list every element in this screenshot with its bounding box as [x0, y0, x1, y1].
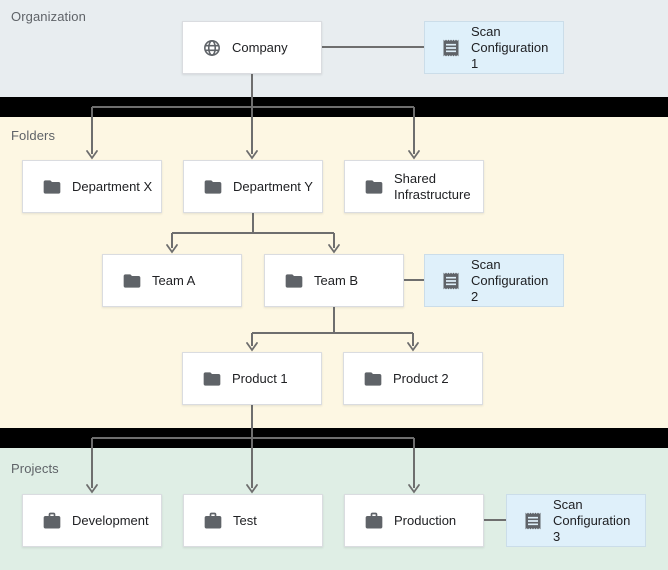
section-divider — [0, 97, 668, 117]
node-label: Product 1 — [232, 370, 288, 386]
node-label: Team B — [314, 272, 359, 288]
receipt-icon — [441, 38, 461, 58]
folder-icon — [203, 177, 223, 197]
organization-section-background — [0, 0, 668, 97]
node-team-a: Team A — [102, 254, 242, 307]
folder-icon — [122, 271, 142, 291]
node-department-x: Department X — [22, 160, 162, 213]
node-production: Production — [344, 494, 484, 547]
node-label: Department Y — [233, 178, 313, 194]
folder-icon — [363, 369, 383, 389]
node-label: Scan Configuration 1 — [471, 23, 549, 71]
node-label: Department X — [72, 178, 153, 194]
node-shared-infrastructure: Shared Infrastructure — [344, 160, 484, 213]
node-label: Product 2 — [393, 370, 449, 386]
folder-icon — [364, 177, 384, 197]
node-label: Scan Configuration 3 — [553, 496, 631, 544]
node-product-1: Product 1 — [182, 352, 322, 405]
node-scan-configuration-3: Scan Configuration 3 — [506, 494, 646, 547]
node-label: Shared Infrastructure — [394, 170, 471, 202]
organization-section-label: Organization — [11, 9, 86, 24]
node-development: Development — [22, 494, 162, 547]
node-team-b: Team B — [264, 254, 404, 307]
folders-section-label: Folders — [11, 128, 56, 143]
receipt-icon — [523, 511, 543, 531]
projects-section-label: Projects — [11, 461, 59, 476]
node-product-2: Product 2 — [343, 352, 483, 405]
folder-icon — [42, 177, 62, 197]
briefcase-icon — [364, 511, 384, 531]
section-divider — [0, 428, 668, 448]
node-scan-configuration-1: Scan Configuration 1 — [424, 21, 564, 74]
node-company: Company — [182, 21, 322, 74]
node-label: Team A — [152, 272, 196, 288]
folder-icon — [284, 271, 304, 291]
node-label: Company — [232, 39, 288, 55]
node-test: Test — [183, 494, 323, 547]
receipt-icon — [441, 271, 461, 291]
briefcase-icon — [203, 511, 223, 531]
folder-icon — [202, 369, 222, 389]
node-department-y: Department Y — [183, 160, 323, 213]
node-label: Test — [233, 512, 257, 528]
briefcase-icon — [42, 511, 62, 531]
node-label: Development — [72, 512, 149, 528]
globe-icon — [202, 38, 222, 58]
node-label: Production — [394, 512, 457, 528]
node-label: Scan Configuration 2 — [471, 256, 549, 304]
node-scan-configuration-2: Scan Configuration 2 — [424, 254, 564, 307]
